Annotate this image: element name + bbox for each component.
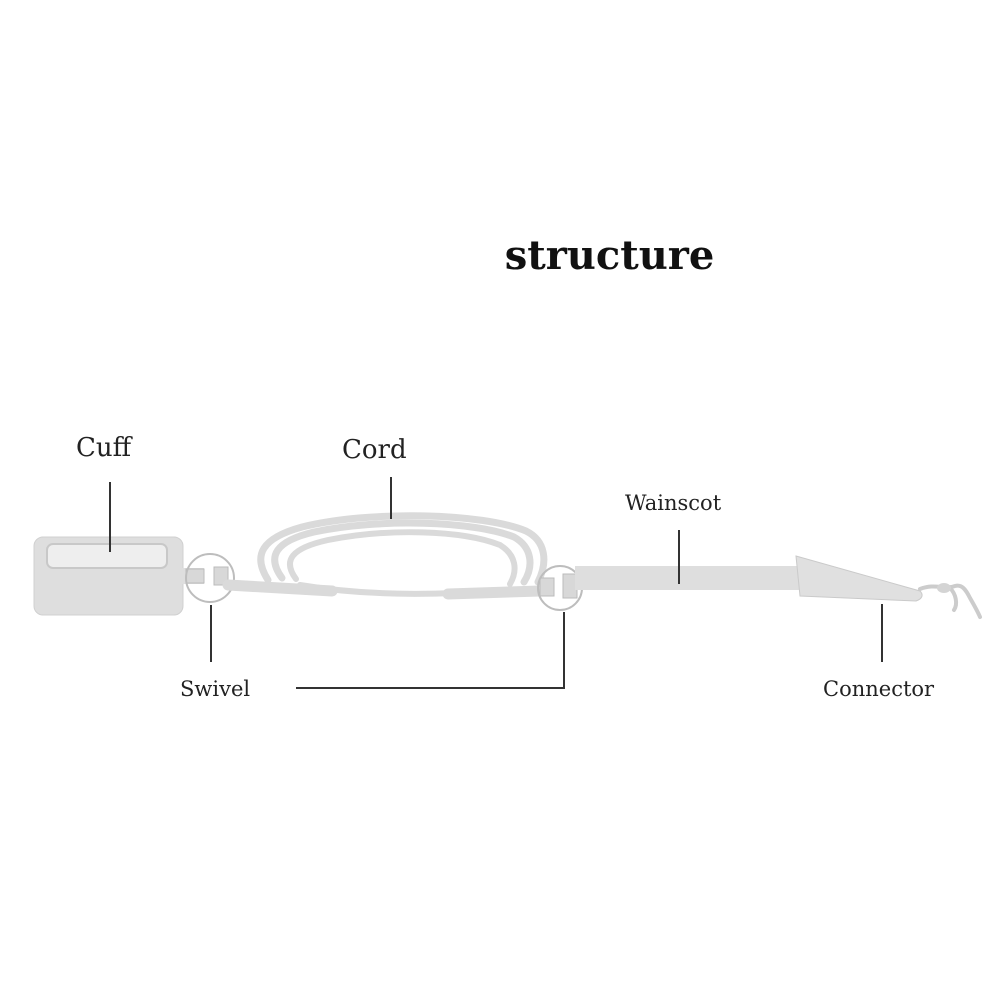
cord-label: Cord	[342, 435, 407, 465]
swivel-label: Swivel	[180, 677, 250, 701]
wainscot-label: Wainscot	[625, 491, 722, 515]
wainscot-part	[575, 566, 801, 590]
swivel-right	[537, 565, 583, 611]
cord-part	[222, 512, 548, 600]
connector-part	[795, 555, 982, 619]
leader-lines	[109, 477, 883, 689]
diagram-title: structure	[504, 232, 715, 279]
swivel-left	[185, 553, 235, 603]
cuff-part	[33, 536, 184, 616]
connector-label: Connector	[823, 677, 935, 701]
cuff-label: Cuff	[76, 433, 134, 463]
swivel-right-leader-line	[296, 612, 565, 689]
